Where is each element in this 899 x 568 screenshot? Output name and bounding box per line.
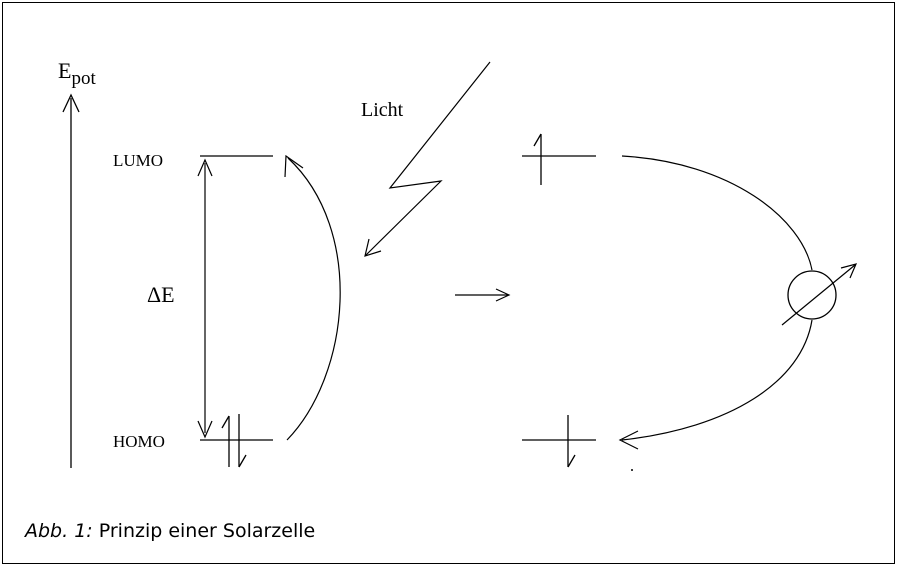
caption-abbr: Abb. 1:	[25, 520, 93, 542]
excitation-arc	[286, 157, 341, 441]
homo-label: HOMO	[113, 432, 165, 451]
delta-e-label: ΔE	[147, 282, 175, 307]
delta-e-arrowhead-top	[197, 158, 213, 177]
transition-arrowhead	[495, 288, 511, 302]
remaining-electron-icon	[567, 415, 576, 468]
light-label: Licht	[361, 99, 404, 121]
circuit-arrowhead	[618, 430, 639, 450]
caption-text: Prinzip einer Solarzelle	[98, 520, 316, 542]
energy-axis-label: Epot	[58, 58, 96, 89]
lumo-label: LUMO	[113, 151, 163, 170]
circuit-upper-arc	[621, 155, 813, 271]
excited-electron-icon	[533, 133, 542, 185]
excitation-arrowhead	[284, 154, 304, 178]
delta-e-arrowhead-bottom	[197, 420, 213, 439]
electron-pair-icon	[221, 414, 247, 468]
lightning-arrowhead	[364, 238, 382, 257]
load-meter-icon	[781, 263, 858, 326]
figure-caption: Abb. 1: Prinzip einer Solarzelle	[25, 520, 315, 542]
lightning-bolt-icon	[365, 61, 491, 256]
circuit-lower-arc	[621, 319, 813, 441]
stray-dot	[631, 469, 633, 471]
energy-axis-arrowhead	[62, 93, 80, 113]
